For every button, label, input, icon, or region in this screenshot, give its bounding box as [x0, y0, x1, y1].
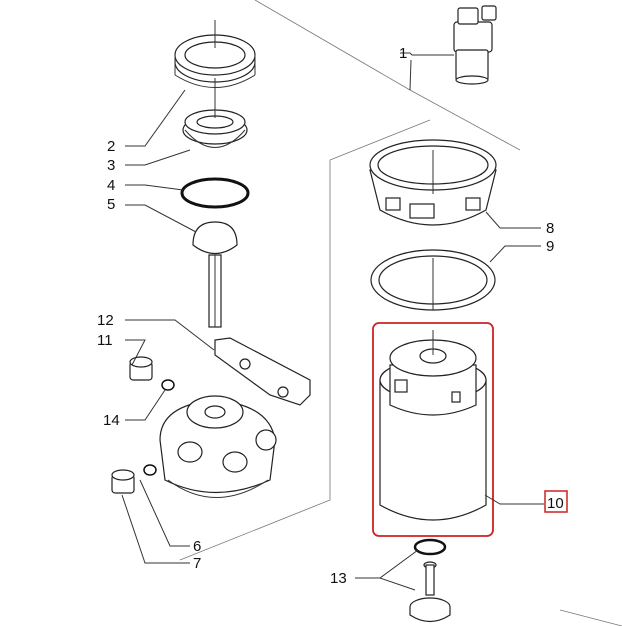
- highlight-box: [372, 322, 494, 537]
- callout-10: 10: [547, 495, 564, 512]
- callout-4: 4: [107, 177, 115, 194]
- part-14-small-o-ring: [161, 379, 175, 391]
- part-6-small-o-ring: [143, 464, 157, 476]
- callout-1: 1: [399, 45, 407, 62]
- callout-11: 11: [97, 332, 113, 349]
- part-4-o-ring: [180, 177, 250, 209]
- callout-14: 14: [103, 412, 120, 429]
- part-13-drain-valve: [409, 538, 451, 623]
- callout-8: 8: [546, 220, 554, 237]
- part-10-filter-cartridge: [372, 322, 494, 537]
- assembly-frame-lines: [179, 0, 622, 626]
- callout-6: 6: [193, 538, 201, 555]
- part-11-fitting: [129, 356, 153, 381]
- callout-9: 9: [546, 238, 554, 255]
- part-2-ring-nut: [174, 34, 256, 88]
- callout-labels: 1 2 3 4 5 6 7 8 9 10 11 12 13 14: [97, 45, 568, 587]
- callout-7: 7: [193, 555, 201, 572]
- callout-10-box: [544, 490, 568, 513]
- part-5-float: [192, 221, 238, 328]
- part-7-drain-plug: [111, 469, 135, 494]
- part-12-filter-head: [159, 337, 311, 498]
- callout-12: 12: [97, 312, 114, 329]
- callout-3: 3: [107, 157, 115, 174]
- callout-2: 2: [107, 138, 115, 155]
- part-1-sensor: [453, 5, 497, 85]
- callout-5: 5: [107, 196, 115, 213]
- callout-13: 13: [330, 570, 347, 587]
- leader-lines: [121, 20, 544, 591]
